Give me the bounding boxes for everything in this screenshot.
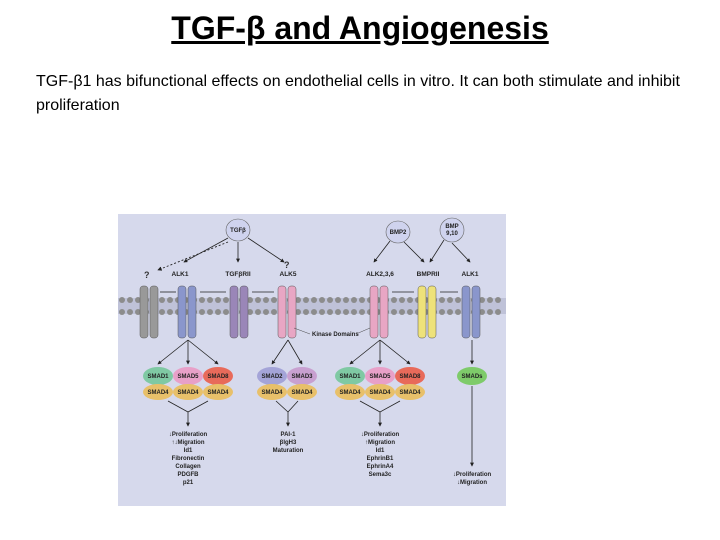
outcome-item: EphrinA4 [367,464,394,470]
smad-label: SMAD5 [369,374,391,380]
receptor-label-alk5: ALK5 [280,271,297,278]
smad-arrows [157,339,474,365]
bmp910-ligand [439,217,465,243]
receptor-tgfbrii [229,285,249,339]
outcome-item: p21 [183,480,194,486]
receptor-label-tgfbrii: TGFβRII [225,271,250,278]
smad-label: SMAD4 [177,390,199,396]
receptor-alk1-b [461,285,481,339]
outcome-item: Maturation [273,448,304,454]
smad-label: SMAD5 [177,374,199,380]
smad-group-4: SMADs [457,367,487,385]
slide-title: TGF-β and Angiogenesis [171,10,549,46]
tgfb-ligand-label: TGFβ [230,228,246,234]
outcome-arrows [167,386,474,467]
signaling-diagram: TGFβ BMP2 BMP 9,10 ? ? ALK1 TGFβRII ALK5… [118,214,506,506]
receptor-label-bmprii: BMPRII [417,271,440,278]
outcome-item: ↑Migration [365,440,395,446]
receptor-alk236 [369,285,389,339]
outcome-list-3: ↓Proliferation ↑Migration Id1 EphrinB1 E… [361,432,400,478]
smad-label: SMADs [461,374,483,380]
outcome-list-4: ↓Proliferation ↓Migration [453,472,492,486]
signaling-diagram-svg: TGFβ BMP2 BMP 9,10 ? ? ALK1 TGFβRII ALK5… [118,217,506,486]
unknown-mark-right: ? [284,260,290,270]
smad-label: SMAD4 [291,390,313,396]
outcome-item: ↓Proliferation [361,432,400,438]
slide-body-text: TGF-β1 has bifunctional effects on endot… [36,73,680,114]
bmp2-ligand [385,220,411,244]
smad-label: SMAD4 [207,390,229,396]
tgfb-ligand [225,218,251,242]
outcome-item: Id1 [184,448,193,454]
smad-group-1: SMAD1 SMAD5 SMAD8 SMAD4 SMAD4 SMAD4 [143,367,233,400]
smad-label: SMAD4 [369,390,391,396]
outcome-item: PAI-1 [281,432,297,438]
smad-group-2: SMAD2 SMAD3 SMAD4 SMAD4 [257,367,317,400]
outcome-list-1: ↓Proliferation ↑↓Migration Id1 Fibronect… [169,432,208,486]
outcome-item: βIgH3 [280,440,297,446]
outcome-item: Sema3c [369,472,392,478]
receptor-label-alk236: ALK2,3,6 [366,271,394,278]
kinase-pointer-lines [293,327,371,335]
smad-label: SMAD4 [147,390,169,396]
outcome-item: PDGFB [178,472,200,478]
kinase-domains-label: Kinase Domains [312,332,359,338]
smad-label: SMAD1 [147,374,169,380]
smad-label: SMAD4 [339,390,361,396]
outcome-item: ↓Proliferation [453,472,492,478]
outcome-item: ↓Migration [457,480,487,486]
outcome-item: EphrinB1 [367,456,394,462]
receptor-label-alk1-b: ALK1 [462,271,479,278]
smad-label: SMAD2 [261,374,283,380]
outcome-item: Fibronectin [172,456,205,462]
bmp910-ligand-label-2: 9,10 [446,231,458,237]
dotted-arrow [157,241,229,271]
outcome-item: ↑↓Migration [172,440,205,446]
smad-label: SMAD8 [399,374,421,380]
bmp910-ligand-label-1: BMP [445,224,458,230]
cell-membrane [118,297,506,315]
outcome-item: Collagen [175,464,201,470]
receptor-bmprii [417,285,437,339]
bmp2-ligand-label: BMP2 [390,230,407,236]
smad-label: SMAD4 [399,390,421,396]
smad-label: SMAD4 [261,390,283,396]
receptor-alk1-a [139,285,197,339]
outcome-item: Id1 [376,448,385,454]
outcome-item: ↓Proliferation [169,432,208,438]
unknown-mark-left: ? [144,270,150,280]
receptor-alk5 [277,285,297,339]
smad-label: SMAD1 [339,374,361,380]
outcome-list-2: PAI-1 βIgH3 Maturation [273,432,304,454]
smad-label: SMAD3 [291,374,313,380]
smad-label: SMAD8 [207,374,229,380]
smad-group-3: SMAD1 SMAD5 SMAD8 SMAD4 SMAD4 SMAD4 [335,367,425,400]
receptor-label-alk1-a: ALK1 [172,271,189,278]
ligand-arrows [183,237,471,263]
